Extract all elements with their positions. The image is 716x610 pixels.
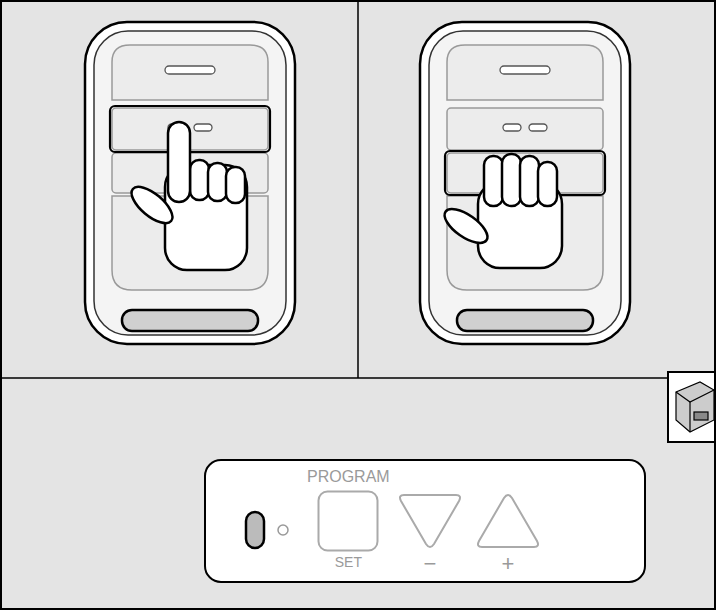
button-label: SET (335, 553, 362, 571)
arrow-button (474, 492, 542, 550)
button-symbol: − (424, 551, 437, 577)
button-label: PROGRAM (307, 467, 390, 487)
button-symbol: + (502, 551, 515, 577)
panel-button: PROGRAM SET (307, 467, 390, 571)
set-button (317, 490, 379, 552)
arrow-button (396, 492, 464, 550)
panel-button: − (396, 492, 464, 577)
panel-button: + (474, 492, 542, 577)
